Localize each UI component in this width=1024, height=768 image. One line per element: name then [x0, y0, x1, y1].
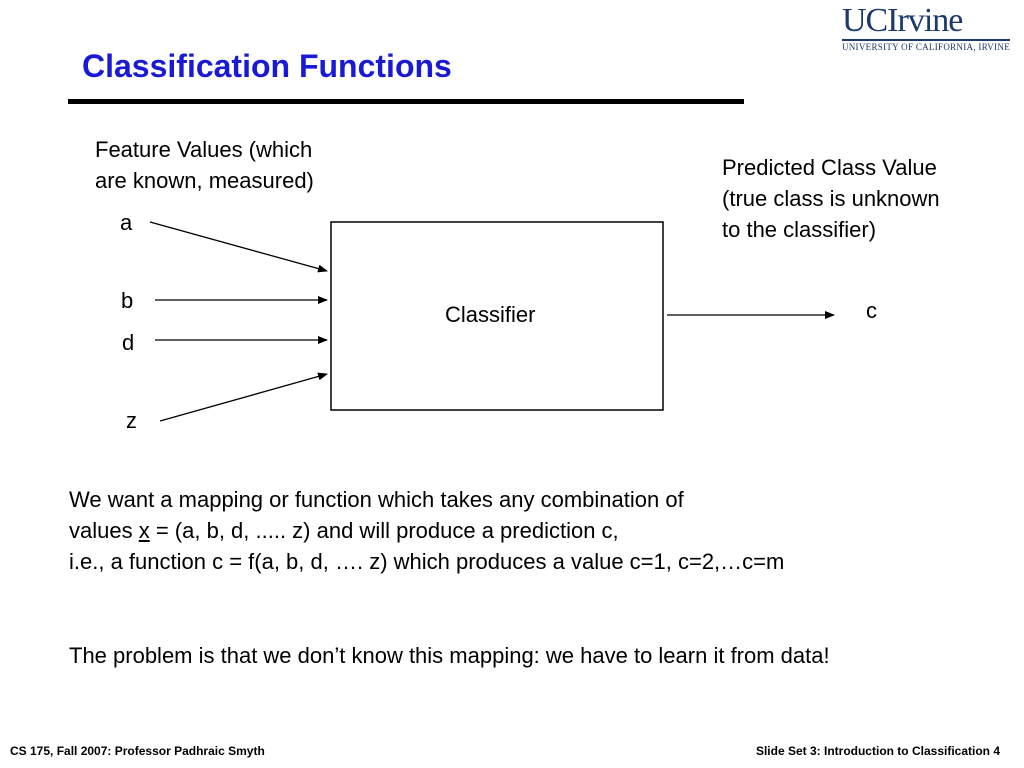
- output-caption-line: (true class is unknown: [722, 186, 940, 211]
- input-arrow-z: [159, 372, 328, 422]
- slide-title: Classification Functions: [82, 48, 452, 84]
- values-rest: = (a, b, d, ..... z) and will produce a …: [149, 518, 619, 543]
- output-caption-line: Predicted Class Value: [722, 155, 937, 180]
- explanation-line-3: i.e., a function c = f(a, b, d, …. z) wh…: [69, 549, 785, 574]
- footer-right: Slide Set 3: Introduction to Classificat…: [755, 744, 1000, 758]
- logo-subtitle: UNIVERSITY OF CALIFORNIA, IRVINE: [841, 42, 1010, 52]
- problem-statement: The problem is that we don’t know this m…: [69, 643, 830, 668]
- input-label-d: d: [122, 330, 135, 355]
- classifier-box: [330, 221, 664, 411]
- output-label-c: c: [866, 298, 877, 323]
- values-prefix: values: [69, 518, 139, 543]
- input-caption-line: are known, measured): [95, 168, 314, 193]
- footer-left: CS 175, Fall 2007: Professor Padhraic Sm…: [10, 744, 265, 758]
- input-arrow-a: [149, 221, 328, 273]
- input-caption-line: Feature Values (which: [95, 137, 313, 162]
- input-label-z: z: [126, 408, 137, 433]
- input-caption: Feature Values (which are known, measure…: [95, 134, 314, 196]
- uci-logo: UCIrvine UNIVERSITY OF CALIFORNIA, IRVIN…: [841, 2, 1010, 52]
- logo-name: UCIrvine: [841, 2, 963, 39]
- input-label-b: b: [121, 288, 134, 313]
- output-caption: Predicted Class Value (true class is unk…: [722, 152, 940, 245]
- explanation-text: We want a mapping or function which take…: [69, 484, 784, 577]
- classifier-label: Classifier: [445, 302, 536, 327]
- title-underline: [68, 99, 744, 104]
- explanation-line-2: values x = (a, b, d, ..... z) and will p…: [69, 515, 784, 546]
- input-label-a: a: [120, 210, 133, 235]
- logo-rule: [841, 39, 1010, 41]
- output-caption-line: to the classifier): [722, 217, 877, 242]
- explanation-line-1: We want a mapping or function which take…: [69, 487, 684, 512]
- vector-x: x: [138, 518, 150, 543]
